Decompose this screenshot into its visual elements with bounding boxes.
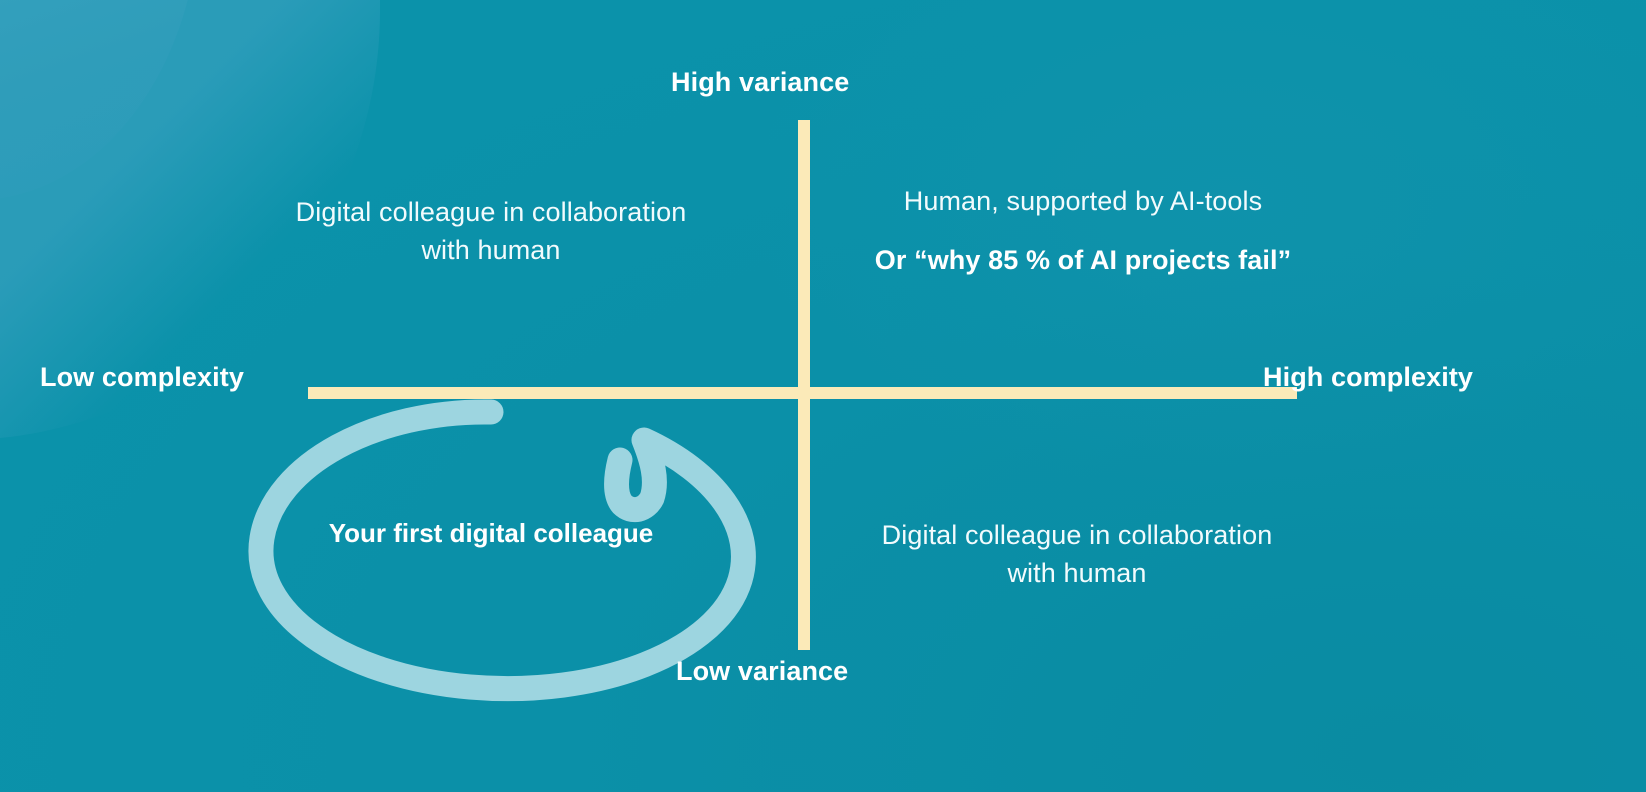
axis-label-low-variance: Low variance	[676, 656, 849, 686]
axis-label-high-variance: High variance	[671, 67, 850, 97]
axis-label-low-complexity: Low complexity	[40, 362, 244, 392]
quadrant-top-right-line2: Or “why 85 % of AI projects fail”	[874, 245, 1292, 276]
quadrant-top-right: Human, supported by AI-tools Or “why 85 …	[855, 182, 1311, 280]
background-glow	[658, 0, 1646, 555]
horizontal-axis-line	[308, 387, 1297, 399]
quadrant-top-right-line1: Human, supported by AI-tools	[903, 186, 1263, 216]
vertical-axis-line	[798, 120, 810, 650]
quadrant-top-left-text: Digital colleague in collaboration with …	[295, 197, 687, 266]
quadrant-bottom-right-text: Digital colleague in collaboration with …	[881, 520, 1273, 589]
quadrant-bottom-left-text: Your first digital colleague	[328, 518, 654, 548]
hand-drawn-ellipse-highlight	[248, 398, 768, 702]
axis-label-high-complexity: High complexity	[1263, 362, 1474, 392]
